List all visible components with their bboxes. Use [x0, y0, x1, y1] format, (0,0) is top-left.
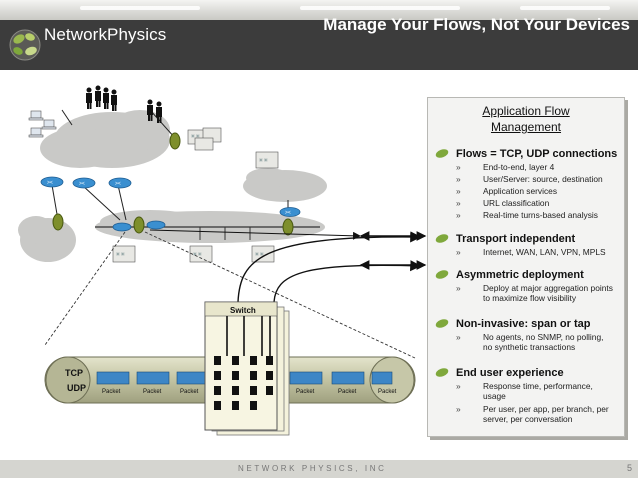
top-decorative-strip	[0, 0, 638, 20]
svg-text:▣ ▣: ▣ ▣	[116, 251, 125, 256]
page-number: 5	[626, 463, 632, 473]
header-bar	[0, 20, 638, 70]
footer-bar	[0, 460, 638, 478]
cloud-top	[40, 110, 170, 168]
svg-text:▣ ▣: ▣ ▣	[259, 157, 268, 162]
leaf-bullet-icon	[435, 319, 449, 328]
svg-text:▣ ▣: ▣ ▣	[193, 251, 202, 256]
tcp-label: TCP	[65, 368, 83, 378]
section-heading: Non-invasive: span or tap	[456, 318, 591, 330]
panel-title-line2: Management	[490, 120, 562, 134]
network-physics-logo-icon	[9, 29, 41, 61]
packet-icons	[96, 371, 393, 385]
section-heading: Asymmetric deployment	[456, 269, 584, 281]
switch-device	[204, 301, 290, 436]
svg-text:><: ><	[79, 181, 85, 187]
section-heading: Transport independent	[456, 233, 576, 245]
leaf-bullet-icon	[435, 234, 449, 243]
leaf-bullet-icon	[435, 368, 449, 377]
svg-text:▣ ▣: ▣ ▣	[255, 251, 264, 256]
packet-label: Packet	[378, 389, 397, 395]
packet-label: Packet	[180, 389, 199, 395]
user-group-icons	[86, 85, 162, 123]
panel-connector-arrows	[359, 231, 427, 270]
leaf-bullet-icon	[435, 270, 449, 279]
slide-title: Manage Your Flows, Not Your Devices	[323, 15, 630, 34]
leaf-bullet-icon	[435, 149, 449, 158]
server-cluster-icons	[112, 127, 279, 263]
footer-company-name: NETWORK PHYSICS, INC	[238, 464, 387, 473]
packet-label: Packet	[143, 389, 162, 395]
svg-text:><: ><	[115, 181, 121, 187]
section-heading: End user experience	[456, 367, 564, 379]
cloud-left	[18, 216, 76, 262]
logo-wordmark: NetworkPhysics	[44, 25, 167, 44]
svg-text:><: ><	[47, 180, 53, 186]
laptop-icons	[28, 110, 57, 138]
udp-label: UDP	[67, 383, 86, 393]
panel-title-line1: Application Flow	[482, 104, 570, 118]
section-heading: Flows = TCP, UDP connections	[456, 148, 618, 160]
network-flow-diagram: >< >< >< >< ▣ ▣ ▣ ▣ ▣ ▣ ▣ ▣ ▣ ▣	[18, 85, 422, 436]
cloud-right	[243, 168, 327, 202]
switch-label: Switch	[230, 306, 256, 315]
application-flow-management-panel: Application Flow Management Flows = TCP,…	[427, 97, 625, 437]
switch-port-icons	[214, 356, 273, 410]
svg-text:><: ><	[285, 210, 291, 216]
packet-label: Packet	[102, 389, 121, 395]
switch-uplink-cables	[226, 316, 271, 356]
packet-label: Packet	[338, 389, 357, 395]
router-icons	[40, 176, 301, 232]
svg-text:▣ ▣: ▣ ▣	[191, 133, 200, 138]
packet-label: Packet	[296, 389, 315, 395]
flow-monitor-icons	[52, 132, 294, 236]
